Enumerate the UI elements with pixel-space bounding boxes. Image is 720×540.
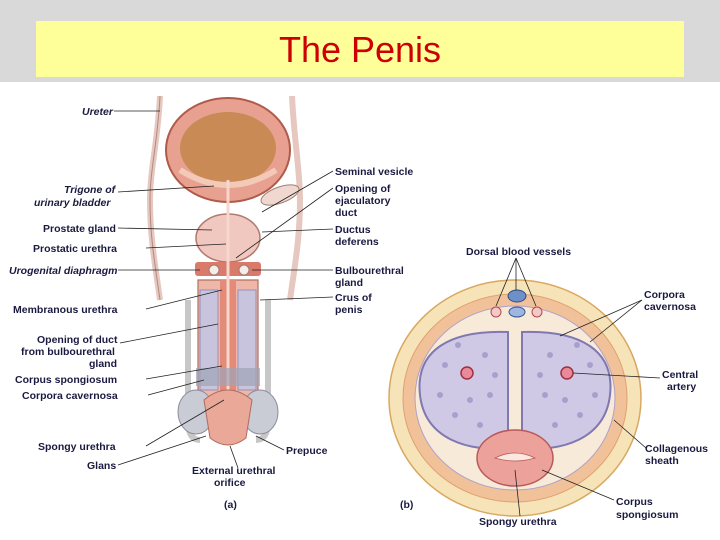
label-bulbourethral-line1: Bulbourethral bbox=[335, 265, 404, 277]
label-bulbourethral-line2: gland bbox=[335, 277, 363, 289]
label-ductus-line1: Ductus bbox=[335, 224, 371, 236]
anatomy-diagram: Ureter Trigone of urinary bladder Prosta… bbox=[9, 95, 708, 528]
label-corpora-cavernosa-line2: cavernosa bbox=[644, 301, 696, 313]
corpus-cavernosum-left bbox=[418, 330, 509, 450]
label-opening-duct-line1: Opening of duct bbox=[37, 334, 118, 346]
label-ductus-line2: deferens bbox=[335, 236, 379, 248]
label-central-artery-line2: artery bbox=[667, 381, 696, 393]
label-prostate-gland: Prostate gland bbox=[43, 223, 116, 235]
label-trigone-line2: urinary bladder bbox=[34, 197, 111, 209]
corpus-cavernosum-right bbox=[521, 330, 612, 450]
label-dorsal-vessels: Dorsal blood vessels bbox=[466, 246, 571, 258]
label-central-artery-line1: Central bbox=[662, 369, 698, 381]
label-corpus-spongiosum-line1: Corpus bbox=[616, 496, 653, 508]
label-urogenital-diaphragm: Urogenital diaphragm bbox=[9, 265, 118, 277]
bladder-lumen bbox=[180, 112, 276, 184]
label-seminal-vesicle: Seminal vesicle bbox=[335, 166, 413, 178]
title-box: The Penis bbox=[36, 21, 684, 77]
label-prepuce: Prepuce bbox=[286, 445, 328, 457]
label-trigone-line1: Trigone of bbox=[64, 184, 117, 196]
label-glans: Glans bbox=[87, 460, 116, 472]
label-crus-line2: penis bbox=[335, 304, 363, 316]
label-corpora-cavernosa: Corpora cavernosa bbox=[22, 390, 118, 402]
label-collagenous-line1: Collagenous bbox=[645, 443, 708, 455]
caption-a: (a) bbox=[224, 499, 237, 511]
label-opening-duct-line3: gland bbox=[89, 358, 117, 370]
central-artery-left bbox=[460, 366, 474, 380]
label-spongy-urethra-right: Spongy urethra bbox=[479, 516, 557, 528]
label-prostatic-urethra: Prostatic urethra bbox=[33, 243, 117, 255]
title-band: The Penis bbox=[0, 0, 720, 82]
label-opening-ejac-line1: Opening of bbox=[335, 183, 391, 195]
label-external-orifice-line1: External urethral bbox=[192, 465, 276, 477]
right-leaders bbox=[495, 257, 661, 517]
label-membranous-urethra: Membranous urethra bbox=[13, 304, 118, 316]
right-illustration bbox=[388, 279, 642, 517]
label-corpus-spongiosum-line2: spongiosum bbox=[616, 509, 678, 521]
left-leaders bbox=[114, 110, 334, 469]
left-illustration bbox=[146, 95, 304, 446]
label-corpora-cavernosa-line1: Corpora bbox=[644, 289, 685, 301]
label-opening-ejac-line2: ejaculatory bbox=[335, 195, 391, 207]
central-artery-right bbox=[560, 366, 574, 380]
label-opening-duct-line2: from bulbourethral bbox=[21, 346, 115, 358]
label-collagenous-line2: sheath bbox=[645, 455, 679, 467]
label-crus-line1: Crus of bbox=[335, 292, 372, 304]
label-ureter: Ureter bbox=[82, 106, 114, 118]
dorsal-vein bbox=[507, 289, 527, 303]
label-external-orifice-line2: orifice bbox=[214, 477, 246, 489]
label-corpus-spongiosum: Corpus spongiosum bbox=[15, 374, 117, 386]
slide-title: The Penis bbox=[278, 29, 442, 70]
label-spongy-urethra: Spongy urethra bbox=[38, 441, 116, 453]
label-opening-ejac-line3: duct bbox=[335, 207, 358, 219]
caption-b: (b) bbox=[400, 499, 413, 511]
